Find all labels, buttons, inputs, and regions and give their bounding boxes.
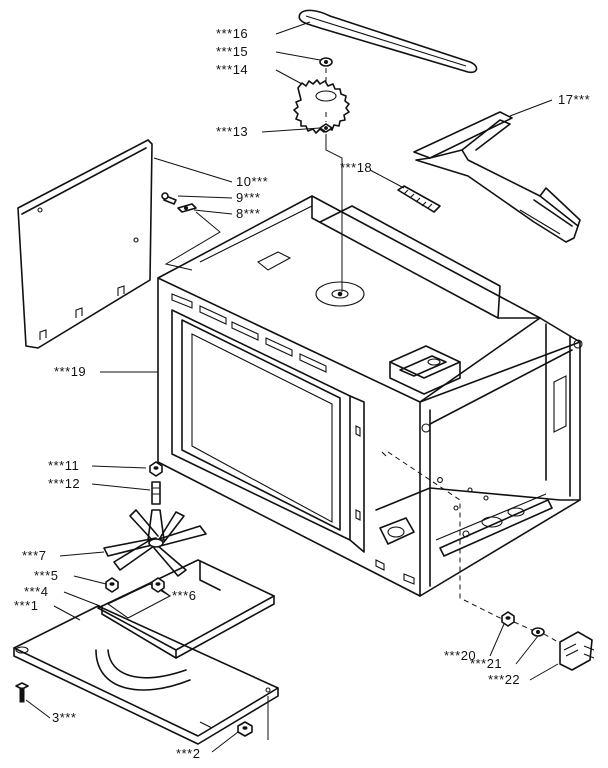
- svg-text:***2: ***2: [176, 746, 200, 761]
- svg-text:***21: ***21: [470, 656, 502, 671]
- side-panel-part-10: [17, 139, 153, 349]
- callout-18: ***18: [340, 160, 372, 175]
- callout-13: ***13: [216, 124, 248, 139]
- svg-text:***19: ***19: [54, 364, 86, 379]
- svg-text:10***: 10***: [236, 174, 268, 189]
- callout-7: ***7: [22, 548, 46, 563]
- belt-part-16: [298, 9, 478, 74]
- svg-text:***18: ***18: [340, 160, 372, 175]
- washer-part-21: [531, 627, 545, 637]
- callout-2: ***2: [176, 746, 200, 761]
- callout-9: 9***: [236, 190, 260, 205]
- callout-8: 8***: [236, 206, 260, 221]
- nut-part-11: [149, 461, 163, 477]
- svg-text:***7: ***7: [22, 548, 46, 563]
- svg-text:8***: 8***: [236, 206, 260, 221]
- callout-3: 3***: [52, 710, 76, 725]
- callout-4: ***4: [24, 584, 48, 599]
- cabinet-part-19: [157, 195, 583, 597]
- callout-22: ***22: [488, 672, 520, 687]
- svg-text:***12: ***12: [48, 476, 80, 491]
- base-plate-part-1: [13, 605, 279, 745]
- svg-text:***4: ***4: [24, 584, 48, 599]
- screw-part-3: [15, 682, 29, 703]
- svg-text:***14: ***14: [216, 62, 248, 77]
- shaft-part-12: [151, 481, 161, 505]
- svg-text:***6: ***6: [172, 588, 196, 603]
- svg-text:***11: ***11: [48, 458, 79, 473]
- switch-part-22: [559, 631, 595, 671]
- callout-21: ***21: [470, 656, 502, 671]
- nut-part-5: [105, 577, 119, 593]
- washer-part-15: [319, 57, 333, 67]
- callout-14: ***14: [216, 62, 248, 77]
- nut-part-6: [151, 577, 165, 593]
- callout-12: ***12: [48, 476, 80, 491]
- svg-text:***13: ***13: [216, 124, 248, 139]
- cover-part-17: [413, 111, 581, 243]
- callout-17: 17***: [558, 92, 590, 107]
- fan-blade-part-7: [103, 509, 207, 577]
- screw-part-2: [237, 696, 269, 740]
- svg-text:9***: 9***: [236, 190, 260, 205]
- svg-text:17***: 17***: [558, 92, 590, 107]
- svg-text:***20: ***20: [444, 648, 476, 663]
- callout-15: ***15: [216, 44, 248, 59]
- callout-5: ***5: [34, 568, 58, 583]
- callout-20: ***20: [444, 648, 476, 663]
- gear-part-14: [293, 79, 350, 134]
- screw-part-9: [161, 192, 177, 205]
- svg-text:***5: ***5: [34, 568, 58, 583]
- callout-10: 10***: [236, 174, 268, 189]
- callout-1: ***1: [14, 598, 38, 613]
- baffle-part-4: [97, 559, 275, 659]
- svg-text:***1: ***1: [14, 598, 38, 613]
- grille-part-18: [397, 185, 441, 213]
- callout-16: ***16: [216, 26, 248, 41]
- svg-text:***16: ***16: [216, 26, 248, 41]
- svg-text:3***: 3***: [52, 710, 76, 725]
- bracket-part-8: [177, 203, 197, 213]
- clip-part-13: [319, 123, 333, 133]
- callout-19: ***19: [54, 364, 86, 379]
- svg-text:***15: ***15: [216, 44, 248, 59]
- callout-11: ***11: [48, 458, 79, 473]
- nut-part-20: [501, 611, 515, 627]
- callout-6: ***6: [172, 588, 196, 603]
- svg-text:***22: ***22: [488, 672, 520, 687]
